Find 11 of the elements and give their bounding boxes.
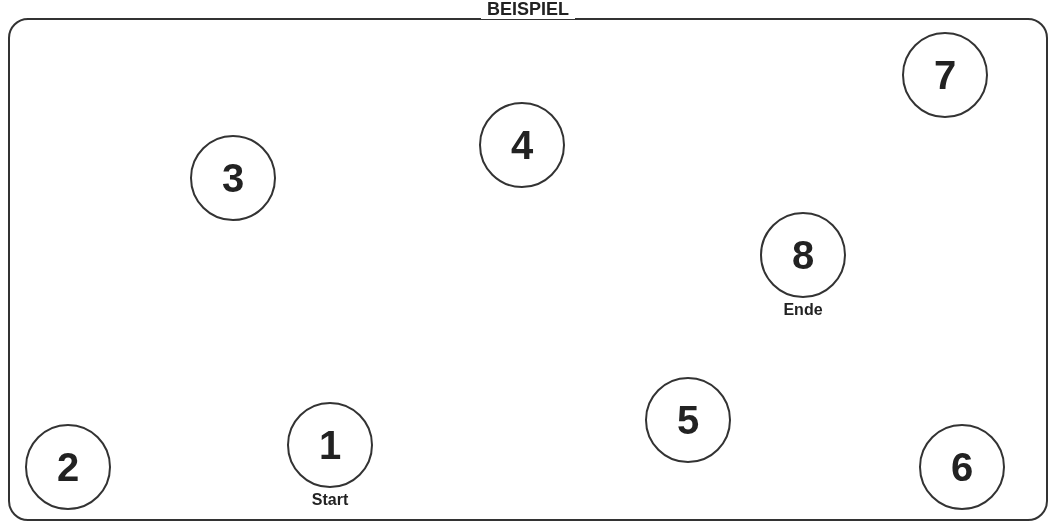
- circle-number: 2: [56, 447, 80, 487]
- circle-number: 7: [933, 55, 957, 95]
- circle-number: 6: [950, 447, 974, 487]
- circle-number: 1: [318, 425, 342, 465]
- circle-number: 8: [791, 235, 815, 275]
- circle-caption: Ende: [783, 301, 823, 319]
- circle-caption: Start: [311, 491, 349, 509]
- circle-number: 3: [221, 158, 245, 198]
- circle-number: 5: [676, 400, 700, 440]
- frame-title: BEISPIEL: [481, 0, 575, 19]
- circle-number: 4: [510, 125, 534, 165]
